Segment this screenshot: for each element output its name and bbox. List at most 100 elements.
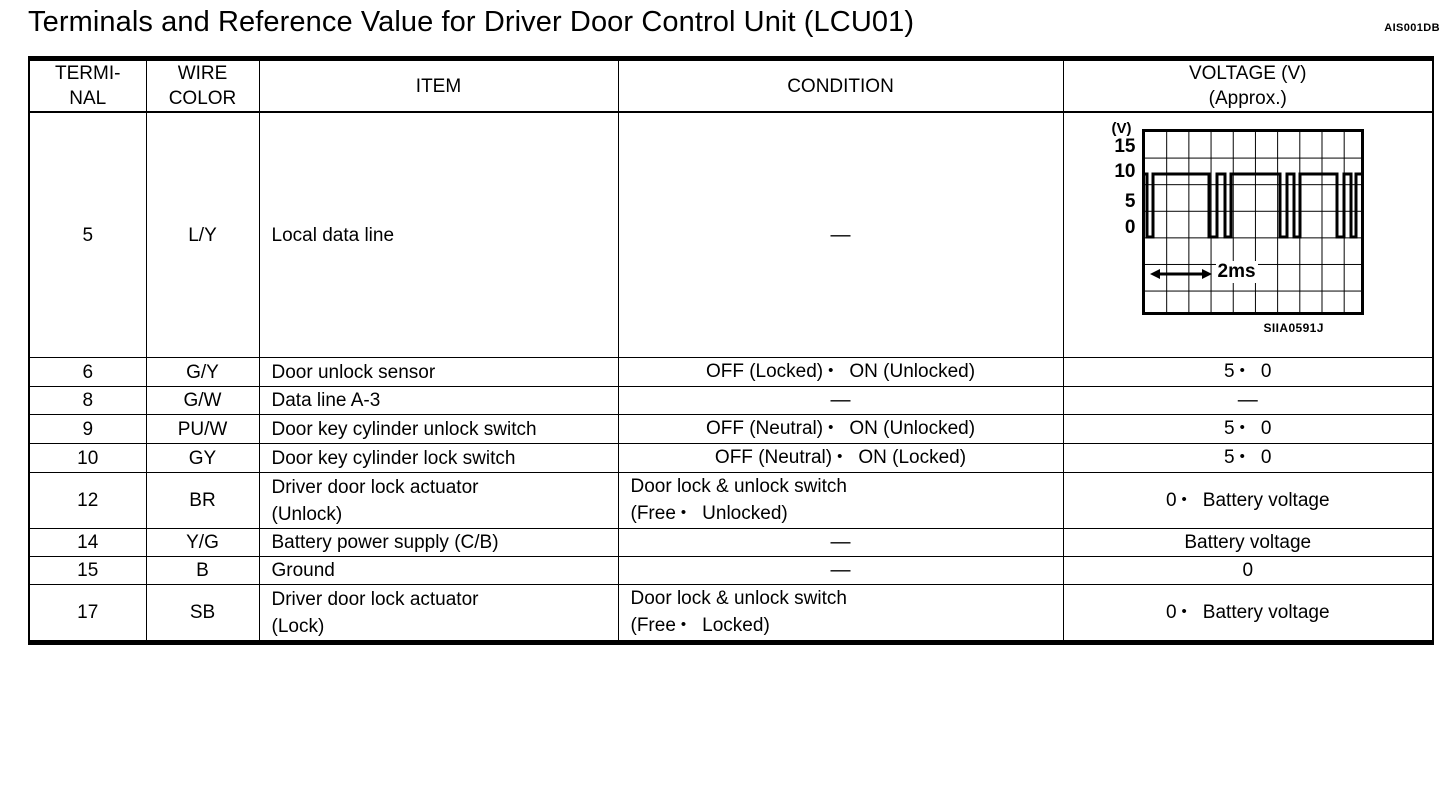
cell-condition: Door lock & unlock switch (Free• Unlocked… xyxy=(617,472,1064,529)
cell-terminal: 6 xyxy=(28,357,147,387)
cell-item: Data line A-3 xyxy=(258,386,619,415)
condition-state-b: ON (Unlocked) xyxy=(849,418,976,439)
cell-wire-color: BR xyxy=(145,472,260,529)
waveform-trace xyxy=(1142,129,1364,315)
cell-item: Battery power supply (C/B) xyxy=(258,528,619,557)
cell-condition: — xyxy=(617,111,1064,358)
cell-wire-color: PU/W xyxy=(145,414,260,444)
condition-dash: — xyxy=(830,559,851,581)
header-voltage-line1: VOLTAGE (V) xyxy=(1188,63,1307,84)
condition-dash: — xyxy=(830,531,851,553)
separator-bullet: • xyxy=(1239,419,1245,436)
separator-bullet: • xyxy=(1181,602,1187,620)
document-corner-code: AIS001DB xyxy=(1384,22,1440,34)
waveform-plot-area: 2ms xyxy=(1141,129,1364,315)
voltage-dash: — xyxy=(1237,389,1258,411)
separator-bullet: • xyxy=(1239,448,1245,465)
voltage-value-a: 0 xyxy=(1165,489,1177,511)
voltage-value-a: 5 xyxy=(1224,418,1235,439)
cell-item: Driver door lock actuator (Lock) xyxy=(258,584,619,643)
separator-bullet: • xyxy=(828,362,834,379)
condition-dash: — xyxy=(830,223,851,246)
page-title: Terminals and Reference Value for Driver… xyxy=(28,6,915,38)
cell-voltage: 5•0 xyxy=(1062,443,1434,473)
voltage-value-a: 5 xyxy=(1224,361,1235,382)
item-line1: Driver door lock actuator xyxy=(271,588,479,610)
column-header-item: ITEM xyxy=(258,58,619,113)
cell-wire-color: Y/G xyxy=(145,528,260,557)
cell-item: Ground xyxy=(258,556,619,585)
table-row: 14 Y/G Battery power supply (C/B) — Batt… xyxy=(28,528,1434,557)
separator-bullet: • xyxy=(837,448,843,465)
separator-bullet: • xyxy=(680,504,687,521)
cell-wire-color: L/Y xyxy=(145,111,260,358)
condition-line1: Door lock & unlock switch xyxy=(630,588,847,609)
voltage-value-b: 0 xyxy=(1260,447,1272,468)
cell-item: Local data line xyxy=(258,111,619,358)
cell-voltage: 0 xyxy=(1062,556,1434,585)
cell-terminal: 12 xyxy=(28,472,147,529)
cell-condition: OFF (Neutral)•ON (Locked) xyxy=(617,443,1064,473)
column-header-wire-color: WIRE COLOR xyxy=(145,58,260,113)
condition-state-a: (Free xyxy=(630,503,676,524)
cell-terminal: 10 xyxy=(28,443,147,473)
cell-voltage: 5• 0 xyxy=(1062,414,1434,444)
terminals-table-container: TERMI- NAL WIRE COLOR ITEM CONDITION VOL… xyxy=(28,56,1434,645)
time-span-arrow-icon xyxy=(1149,269,1212,279)
table-row: 8 G/W Data line A-3 — — xyxy=(28,386,1434,415)
cell-wire-color: GY xyxy=(145,443,260,473)
condition-state-b: ON (Locked) xyxy=(858,447,967,468)
cell-voltage: 0• Battery voltage xyxy=(1062,472,1434,529)
header-voltage-line2: (Approx.) xyxy=(1208,88,1287,109)
condition-line2: (Free• Unlocked) xyxy=(631,500,1063,528)
cell-terminal: 5 xyxy=(28,111,147,358)
cell-voltage: Battery voltage xyxy=(1062,528,1434,557)
table-row: 6 G/Y Door unlock sensor OFF (Locked)•ON… xyxy=(28,357,1434,387)
cell-wire-color: G/W xyxy=(145,386,260,415)
voltage-value-b: 0 xyxy=(1260,418,1272,439)
terminals-reference-table: TERMI- NAL WIRE COLOR ITEM CONDITION VOL… xyxy=(28,56,1434,645)
cell-item: Door key cylinder unlock switch xyxy=(258,414,619,444)
cell-voltage: 0•Battery voltage xyxy=(1062,584,1434,643)
condition-state-b: Unlocked) xyxy=(702,503,788,524)
cell-terminal: 14 xyxy=(28,528,147,557)
column-header-condition: CONDITION xyxy=(617,58,1064,113)
cell-voltage: 5• 0 xyxy=(1062,357,1434,387)
voltage-value-b: Battery voltage xyxy=(1202,489,1330,511)
oscilloscope-figure: (V) 15 10 5 0 xyxy=(1064,113,1433,357)
condition-line2: (Free•Locked) xyxy=(631,612,1063,640)
cell-condition: Door lock & unlock switch (Free•Locked) xyxy=(617,584,1064,643)
cell-terminal: 8 xyxy=(28,386,147,415)
condition-state-b: Locked) xyxy=(702,615,770,636)
waveform-time-marker: 2ms xyxy=(1149,261,1290,285)
table-row: 9 PU/W Door key cylinder unlock switch O… xyxy=(28,414,1434,444)
condition-state-a: OFF (Locked) xyxy=(705,361,824,382)
condition-dash: — xyxy=(830,389,851,411)
cell-wire-color: G/Y xyxy=(145,357,260,387)
waveform-ytick-15: 15 xyxy=(1114,136,1136,157)
title-bar: Terminals and Reference Value for Driver… xyxy=(0,0,1456,52)
voltage-value-b: 0 xyxy=(1260,361,1272,382)
cell-terminal: 15 xyxy=(28,556,147,585)
cell-condition: — xyxy=(617,556,1064,585)
condition-line1: Door lock & unlock switch xyxy=(630,476,847,497)
table-row: 15 B Ground — 0 xyxy=(28,556,1434,585)
cell-item: Door key cylinder lock switch xyxy=(258,443,619,473)
table-row: 10 GY Door key cylinder lock switch OFF … xyxy=(28,443,1434,473)
header-terminal-line2: NAL xyxy=(69,88,107,109)
cell-wire-color: SB xyxy=(145,584,260,643)
table-row: 17 SB Driver door lock actuator (Lock) D… xyxy=(28,584,1434,643)
column-header-voltage: VOLTAGE (V) (Approx.) xyxy=(1062,58,1434,113)
column-header-terminal: TERMI- NAL xyxy=(28,58,147,113)
table-header-row: TERMI- NAL WIRE COLOR ITEM CONDITION VOL… xyxy=(28,58,1434,113)
item-line2: (Lock) xyxy=(271,615,325,637)
header-wire-line2: COLOR xyxy=(168,88,237,109)
cell-condition: OFF (Neutral)•ON (Unlocked) xyxy=(617,414,1064,444)
cell-condition: OFF (Locked)•ON (Unlocked) xyxy=(617,357,1064,387)
voltage-value-b: Battery voltage xyxy=(1202,601,1330,623)
separator-bullet: • xyxy=(1181,490,1187,508)
separator-bullet: • xyxy=(1239,362,1245,379)
table-row: 12 BR Driver door lock actuator (Unlock)… xyxy=(28,472,1434,529)
cell-terminal: 9 xyxy=(28,414,147,444)
header-terminal-line1: TERMI- xyxy=(55,63,121,84)
